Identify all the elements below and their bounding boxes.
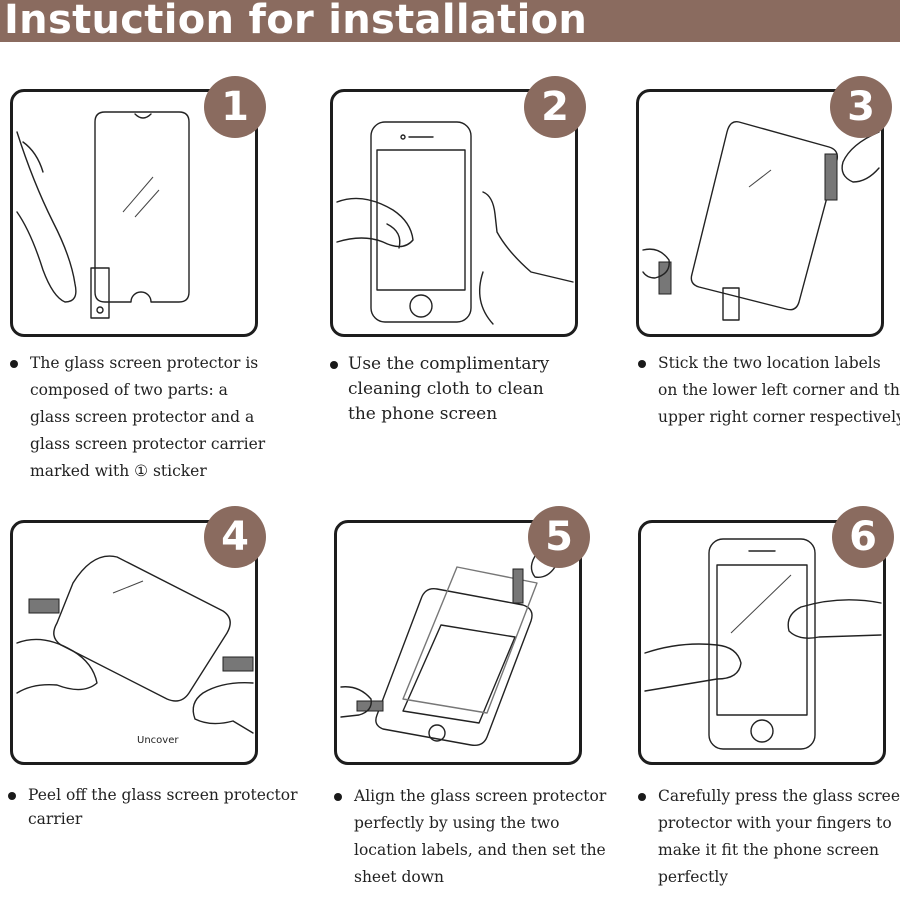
phone-cleaning-drawing [336,121,574,325]
bullet-icon [8,792,16,800]
caption-line: sheet down [354,868,444,886]
peel-carrier-drawing: Uncover [16,555,254,746]
step-6-badge: 6 [832,506,894,568]
caption-line: Carefully press the glass screen [658,787,900,805]
caption-line: on the lower left corner and the [658,381,900,399]
header-bar: Instuction for installation [0,0,900,42]
caption-line: The glass screen protector is [30,354,259,372]
step-4-badge: 4 [204,506,266,568]
caption-line: cleaning cloth to clean [348,379,544,399]
caption-line: make it fit the phone screen [658,841,880,859]
step-5-badge: 5 [528,506,590,568]
step-3-badge: 3 [830,76,892,138]
bullet-icon [638,793,646,801]
caption-line: the phone screen [348,404,498,424]
caption-line: Stick the two location labels [658,354,881,372]
page-title: Instuction for installation [4,0,588,42]
bullet-icon [334,793,342,801]
caption-line: glass screen protector carrier [30,435,266,453]
caption-line: marked with ① sticker [30,462,207,480]
step-2-badge: 2 [524,76,586,138]
caption-line: perfectly by using the two [354,814,560,832]
align-protector-drawing [340,552,556,747]
caption-line: location labels, and then set the [354,841,606,859]
step-5-caption: Align the glass screen protector perfect… [334,783,606,891]
caption-line: protector with your fingers to [658,814,892,832]
step-6-illustration [638,520,886,765]
location-labels-drawing [642,121,880,321]
caption-line: glass screen protector and a [30,408,255,426]
screen-protector-drawing [16,111,190,319]
caption-line: composed of two parts: a [30,381,228,399]
caption-line: carrier [28,810,83,828]
press-protector-drawing [644,538,882,750]
caption-line: Peel off the glass screen protector [28,786,298,804]
step-1-badge: 1 [204,76,266,138]
step-3-caption: Stick the two location labels on the low… [638,350,900,431]
bullet-icon [330,361,338,369]
caption-line: Align the glass screen protector [354,787,607,805]
caption-line: Use the complimentary [348,354,550,374]
caption-line: upper right corner respectively [658,408,900,426]
step-1-caption: The glass screen protector is composed o… [10,350,265,485]
caption-line: perfectly [658,868,729,886]
step-4-caption: Peel off the glass screen protector carr… [8,783,298,831]
bullet-icon [10,360,18,368]
step-6-caption: Carefully press the glass screen protect… [638,783,900,891]
step-2-caption: Use the complimentary cleaning cloth to … [330,352,549,427]
bullet-icon [638,360,646,368]
uncover-label: Uncover [137,735,179,746]
